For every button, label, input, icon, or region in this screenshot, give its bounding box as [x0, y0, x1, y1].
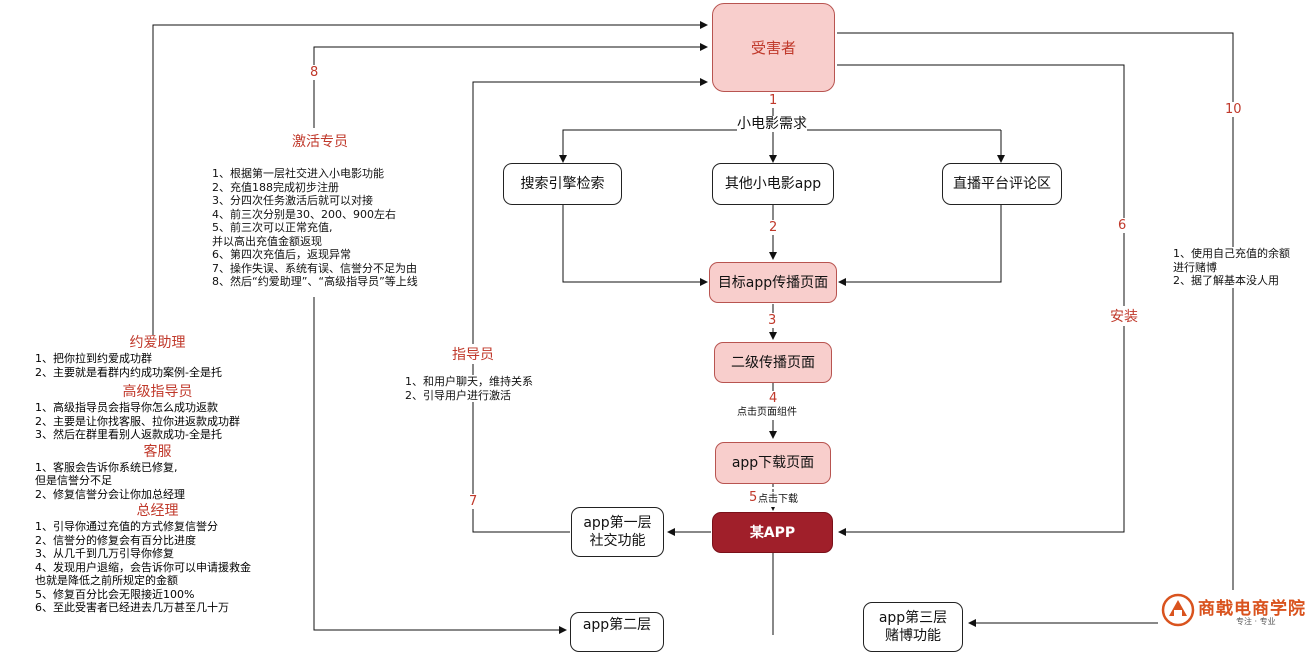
activation-step: 7、操作失误、系统有误、信誉分不足为由 [212, 261, 417, 275]
role-line: 2、主要就是看群内约成功案例-全是托 [35, 365, 222, 379]
edge-live-target [838, 205, 1002, 286]
target-page-label: 目标app传播页面 [717, 274, 829, 291]
other-app-label: 其他小电影app [724, 176, 822, 192]
layer3-line2: 赌博功能 [884, 628, 941, 644]
activation-step: 8、然后“约爱助理”、“高级指导员”等上线 [212, 275, 418, 288]
edge-number-3: 3 [768, 313, 777, 328]
role-line: 2、修复信誉分会让你加总经理 [35, 487, 185, 501]
activation-step: 5、前三次可以正常充值, [212, 221, 333, 234]
install-label: 安装 [1110, 306, 1138, 326]
gamble-note: 进行赌博 [1173, 260, 1217, 274]
click-download-label: 点击下载 [758, 493, 798, 507]
target-page-node: 目标app传播页面 [709, 262, 837, 303]
roles-panel: 约爱助理 1、把你拉到约爱成功群 2、主要就是看群内约成功案例-全是托 高级指导… [35, 335, 280, 615]
activation-step: 4、前三次分别是30、200、900左右 [212, 207, 396, 221]
edge-number-1: 1 [769, 93, 778, 108]
edge-number-4: 4 [769, 391, 778, 406]
role-line: 2、信誉分的修复会有百分比进度 [35, 533, 196, 547]
logo-tagline: 专注 · 专业 [1236, 617, 1276, 626]
layer2-label: app第二层 [582, 617, 652, 633]
activation-step: 并以高出充值金额返现 [212, 234, 322, 248]
activation-step: 1、根据第一层社交进入小电影功能 [212, 167, 384, 180]
edge-search-target [562, 205, 708, 286]
edge-activation-victim [313, 43, 708, 128]
role-line: 3、然后在群里看别人返款成功-全是托 [35, 428, 222, 441]
logo-name: 商戟电商学院 [1198, 599, 1306, 619]
edge-number-7: 7 [469, 494, 478, 509]
role-line: 1、客服会告诉你系统已修复, [35, 460, 178, 474]
edge-roles-victim [152, 21, 708, 340]
edge-number-5: 5 [749, 490, 758, 505]
role-line: 也就是降低之前所规定的金额 [35, 574, 178, 587]
role-title: 客服 [143, 443, 172, 460]
activation-step: 6、第四次充值后，返现异常 [212, 248, 351, 261]
victim-node: 受害者 [712, 3, 835, 92]
role-title: 高级指导员 [122, 384, 193, 400]
demand-label: 小电影需求 [737, 116, 807, 132]
role-title: 约爱助理 [129, 335, 186, 351]
guide-notes: 1、和用户聊天，维持关系 2、引导用户进行激活 [405, 375, 533, 402]
role-line: 5、修复百分比会无限接近100% [35, 587, 195, 601]
download-page-label: app下载页面 [731, 455, 815, 471]
role-line: 6、至此受害者已经进去几万甚至几十万 [35, 601, 229, 614]
victim-label: 受害者 [750, 38, 796, 57]
edge-number-6: 6 [1118, 218, 1127, 233]
edge-victim-layer3 [837, 32, 1234, 627]
live-comment-node: 直播平台评论区 [942, 163, 1062, 205]
edge-victim-app-install [837, 64, 1125, 536]
search-engine-node: 搜索引擎检索 [503, 163, 622, 205]
click-component-label: 点击页面组件 [737, 406, 797, 420]
role-title: 总经理 [136, 503, 179, 519]
role-line: 3、从几千到几万引导你修复 [35, 547, 174, 560]
activation-steps: 1、根据第一层社交进入小电影功能 2、充值188完成初步注册 3、分四次任务激活… [212, 167, 418, 289]
edge-number-2: 2 [769, 220, 778, 235]
layer3-node: app第三层赌博功能 [863, 602, 963, 652]
guide-title: 指导员 [452, 344, 494, 364]
edge-number-10: 10 [1225, 102, 1242, 117]
role-line: 但是信誉分不足 [35, 474, 112, 487]
download-page-node: app下载页面 [715, 442, 831, 484]
secondary-page-node: 二级传播页面 [714, 342, 832, 383]
layer2-node: app第二层 [570, 612, 664, 652]
some-app-label: 某APP [749, 524, 796, 541]
logo-emblem-icon [1161, 593, 1195, 627]
guide-note: 2、引导用户进行激活 [405, 388, 511, 402]
gamble-note: 2、据了解基本没人用 [1173, 274, 1279, 287]
layer1-line1: app第一层 [583, 515, 652, 531]
gamble-notes: 1、使用自己充值的余额 进行赌博 2、据了解基本没人用 [1173, 247, 1290, 288]
layer1-node: app第一层社交功能 [571, 507, 664, 557]
activation-title: 激活专员 [292, 131, 348, 151]
activation-step: 3、分四次任务激活后就可以对接 [212, 194, 373, 207]
brand-logo: 商戟电商学院 专注 · 专业 [1158, 590, 1313, 635]
role-line: 1、引导你通过充值的方式修复信誉分 [35, 520, 218, 533]
role-line: 2、主要是让你找客服、拉你进返款成功群 [35, 414, 240, 428]
secondary-page-label: 二级传播页面 [731, 354, 815, 371]
guide-note: 1、和用户聊天，维持关系 [405, 375, 533, 388]
live-comment-label: 直播平台评论区 [953, 176, 1051, 192]
connector-layer [152, 21, 1234, 635]
search-engine-label: 搜索引擎检索 [520, 176, 605, 192]
role-line: 4、发现用户退缩，会告诉你可以申请援救金 [35, 560, 251, 574]
gamble-note: 1、使用自己充值的余额 [1173, 247, 1290, 260]
activation-step: 2、充值188完成初步注册 [212, 180, 339, 194]
edge-activation-layer2 [313, 297, 567, 634]
some-app-node: 某APP [712, 512, 833, 553]
role-line: 1、把你拉到约爱成功群 [35, 352, 152, 365]
role-line: 1、高级指导员会指导你怎么成功返款 [35, 401, 218, 414]
edge-number-8: 8 [310, 65, 319, 80]
layer3-line1: app第三层 [878, 610, 948, 626]
other-app-node: 其他小电影app [712, 163, 834, 205]
edge-layer1-victim [472, 78, 708, 533]
layer1-line2: 社交功能 [589, 533, 646, 549]
